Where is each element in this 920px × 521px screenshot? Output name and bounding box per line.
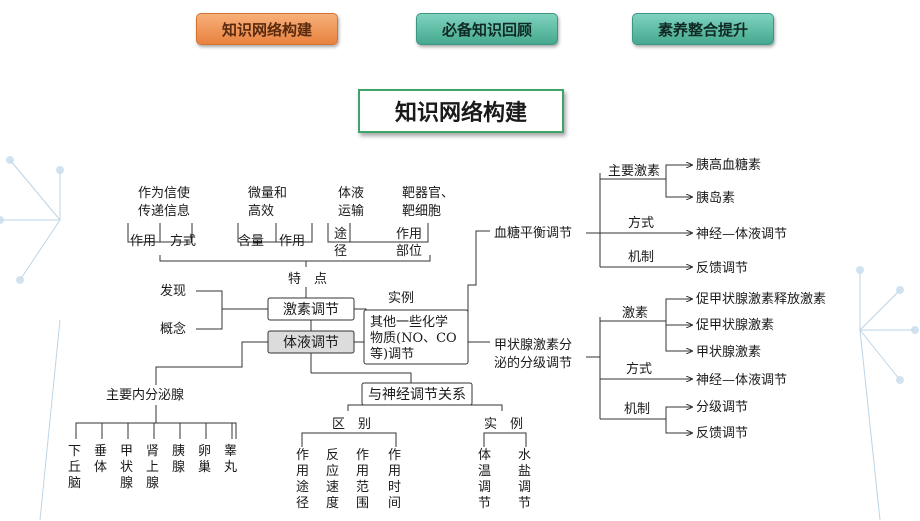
diffs-group: 作用途径 反应速度 作用范围 作用时间 体温调节 水盐调节 <box>296 448 531 511</box>
jz-jizhi: 机制 <box>624 402 650 417</box>
tedian-label: 特 点 <box>288 272 327 287</box>
gainian-label: 概念 <box>160 321 186 337</box>
gland-item: 下丘脑 <box>68 444 81 491</box>
xt-fangshi-v: 神经—体液调节 <box>696 227 787 242</box>
tab-knowledge-network[interactable]: 知识网络构建 <box>196 13 338 45</box>
top-label-2a: 含量 <box>238 233 264 249</box>
other-line-2: 物质(NO、CO <box>370 331 457 346</box>
gland-item: 胰腺 <box>172 444 185 475</box>
example-item: 体温调节 <box>478 448 491 511</box>
main-glands-label: 主要内分泌腺 <box>106 387 184 403</box>
gland-item: 睾丸 <box>224 443 237 475</box>
xt-h1: 胰高血糖素 <box>696 157 761 173</box>
xt-jizhi: 机制 <box>628 250 654 265</box>
top-desc-1a: 作为信使 <box>138 185 190 201</box>
top-desc-4a: 靶器官、 <box>402 185 454 201</box>
shili-label: 实例 <box>388 291 414 306</box>
difference-item: 反应速度 <box>326 448 339 511</box>
jiazhuang-line-1: 甲状腺激素分 <box>494 338 572 353</box>
nerve-relation-label: 与神经调节关系 <box>368 387 466 403</box>
gland-item: 肾上腺 <box>146 444 159 491</box>
jz-fangshi: 方式 <box>626 361 652 377</box>
difference-item: 作用途径 <box>296 448 309 511</box>
gland-item: 甲状腺 <box>120 444 133 491</box>
concept-map: 作为信使 传递信息 微量和 高效 体液 运输 靶器官、 靶细胞 作用 方式 含量… <box>66 157 854 513</box>
center-bodyfluid-label: 体液调节 <box>283 335 339 351</box>
top-desc-4b: 靶细胞 <box>402 204 441 219</box>
difference-item: 作用时间 <box>388 448 401 511</box>
example-item: 水盐调节 <box>518 448 531 511</box>
concept-map-svg: 作为信使 传递信息 微量和 高效 体液 运输 靶器官、 靶细胞 作用 方式 含量… <box>68 157 826 511</box>
top-desc-2b: 高效 <box>248 203 274 219</box>
top-label-3a: 途 <box>334 226 347 242</box>
xt-fangshi: 方式 <box>628 215 654 231</box>
qubie-label: 区 别 <box>332 417 371 432</box>
top-desc-3b: 运输 <box>338 203 364 219</box>
faxian-label: 发现 <box>160 283 186 299</box>
section-title: 知识网络构建 <box>358 89 564 133</box>
gland-item: 垂体 <box>94 444 107 475</box>
jz-h2: 促甲状腺激素 <box>696 318 774 333</box>
xuetang-label: 血糖平衡调节 <box>494 225 572 241</box>
jiazhuang-line-2: 泌的分级调节 <box>494 355 572 371</box>
top-label-2b: 作用 <box>279 234 305 249</box>
other-line-1: 其他一些化学 <box>370 314 448 330</box>
shili2-label: 实 例 <box>484 417 523 432</box>
tab-essential-review[interactable]: 必备知识回顾 <box>416 13 558 45</box>
top-desc-2a: 微量和 <box>248 186 287 201</box>
center-hormone-label: 激素调节 <box>283 301 339 318</box>
other-line-3: 等)调节 <box>370 346 414 362</box>
top-label-1a: 作用 <box>130 234 156 249</box>
top-label-1b: 方式 <box>170 233 196 249</box>
top-label-3b: 径 <box>334 244 347 259</box>
difference-item: 作用范围 <box>356 448 369 511</box>
top-label-4b: 部位 <box>396 244 422 259</box>
jz-h1: 促甲状腺激素释放激素 <box>696 292 826 307</box>
gland-item: 卵巢 <box>198 444 211 475</box>
jz-fangshi-v: 神经—体液调节 <box>696 373 787 388</box>
xt-h2: 胰岛素 <box>696 190 735 206</box>
jz-h3: 甲状腺激素 <box>696 345 761 360</box>
tab-literacy-integration[interactable]: 素养整合提升 <box>632 13 774 45</box>
jz-jisu: 激素 <box>622 306 648 321</box>
top-label-4a: 作用 <box>396 227 422 242</box>
jz-j1: 分级调节 <box>696 400 748 415</box>
xt-jizhi-v: 反馈调节 <box>696 261 748 276</box>
jz-j2: 反馈调节 <box>696 426 748 441</box>
top-desc-1b: 传递信息 <box>138 203 190 219</box>
top-desc-3a: 体液 <box>338 186 364 201</box>
xt-zhuyao: 主要激素 <box>608 164 660 179</box>
